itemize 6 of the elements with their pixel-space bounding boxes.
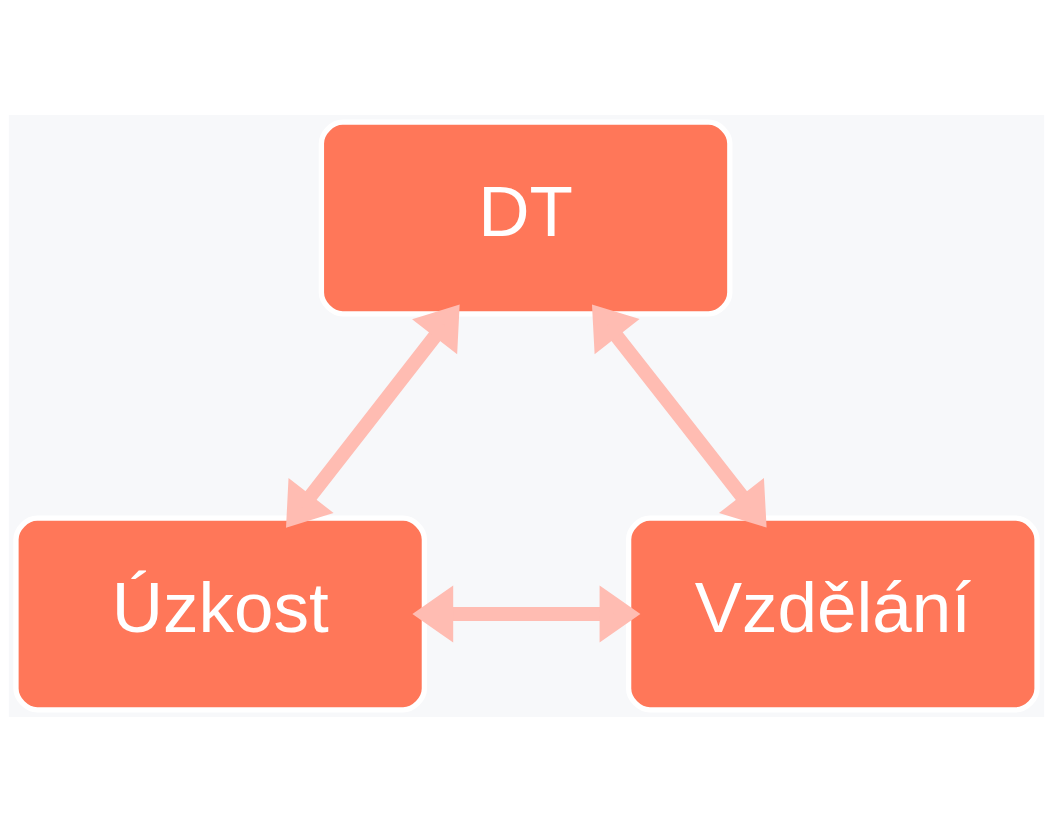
arrow <box>286 304 460 528</box>
arrow <box>412 584 641 643</box>
node-box: Vzdělání <box>625 514 1040 713</box>
node-box: Úzkost <box>13 514 428 713</box>
arrow <box>591 304 767 528</box>
node-box: DT <box>318 118 733 317</box>
